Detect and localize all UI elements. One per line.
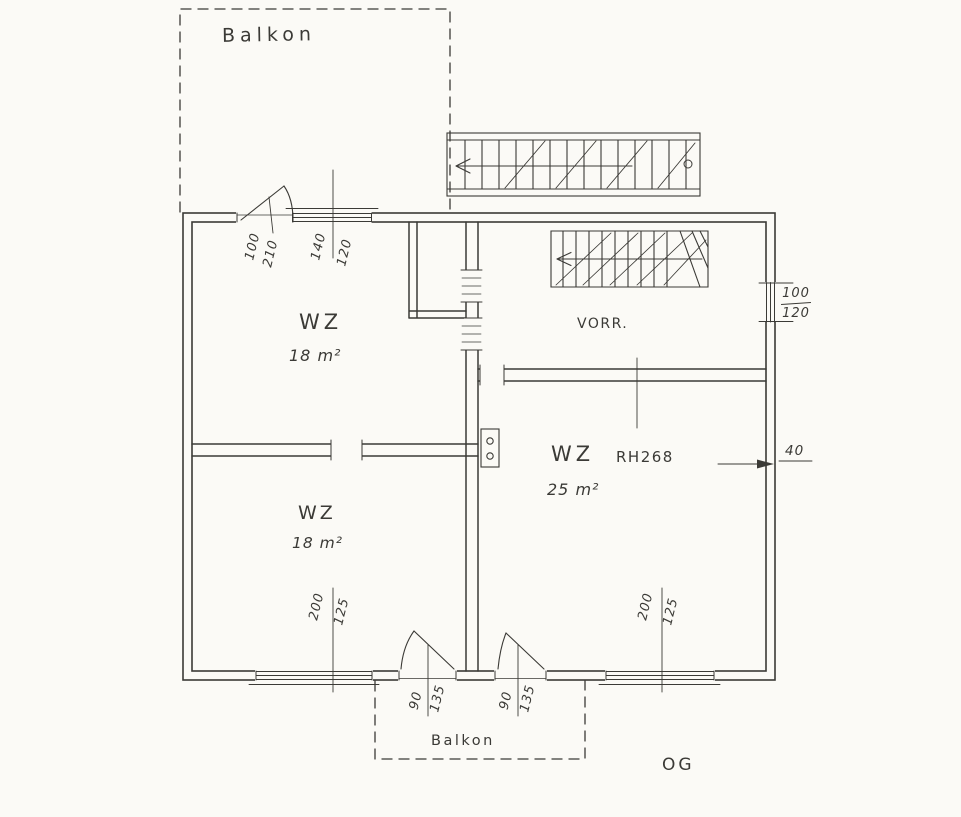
room-vorraum-name: VORR. xyxy=(577,316,629,332)
dim-wall-offset: 40 xyxy=(785,443,805,459)
room-wz-right-area: 25 m² xyxy=(547,480,600,499)
wall-offset-arrow xyxy=(717,459,813,469)
room-wz-top-left-name: WZ xyxy=(299,310,343,334)
interior-openings xyxy=(330,269,505,461)
door-leaf xyxy=(240,185,285,221)
bottom-balcony-door-right xyxy=(494,632,547,681)
bottom-right-window xyxy=(598,670,721,685)
floor-label: OG xyxy=(662,755,695,775)
balcony-bottom-outline xyxy=(374,680,586,760)
bottom-left-window xyxy=(248,670,380,685)
balcony-bottom-label: Balkon xyxy=(431,733,495,749)
room-wz-right-ref: RH268 xyxy=(616,448,674,466)
exterior-stair xyxy=(446,132,701,197)
stair-post-symbol xyxy=(683,159,693,169)
dimension-ticks xyxy=(268,169,663,717)
door-swing-arc xyxy=(497,632,507,670)
exterior-stair-direction-arrow xyxy=(455,158,633,174)
bottom-balcony-door-left xyxy=(398,630,457,681)
door-leaf xyxy=(505,632,545,670)
interior-stair-direction-arrow xyxy=(556,251,703,267)
interior-stair xyxy=(550,230,709,288)
right-window xyxy=(758,282,794,323)
balcony-top-outline xyxy=(179,8,451,213)
top-window xyxy=(285,208,379,223)
room-wz-right-name: WZ xyxy=(551,442,595,466)
room-wz-top-left-area: 18 m² xyxy=(289,346,342,365)
door-leaf-symbol xyxy=(480,428,500,468)
balcony-top-label: Balkon xyxy=(221,23,317,47)
door-leaf xyxy=(413,630,455,670)
room-wz-bottom-left-area: 18 m² xyxy=(292,534,343,552)
dim-right-window-width: 100 xyxy=(782,286,810,301)
dim-right-window-height: 120 xyxy=(782,305,810,321)
room-wz-bottom-left-name: WZ xyxy=(298,502,336,524)
door-swing-arc xyxy=(400,630,415,670)
dim-right-window: 100 120 xyxy=(780,286,812,321)
outer-walls xyxy=(182,212,776,681)
